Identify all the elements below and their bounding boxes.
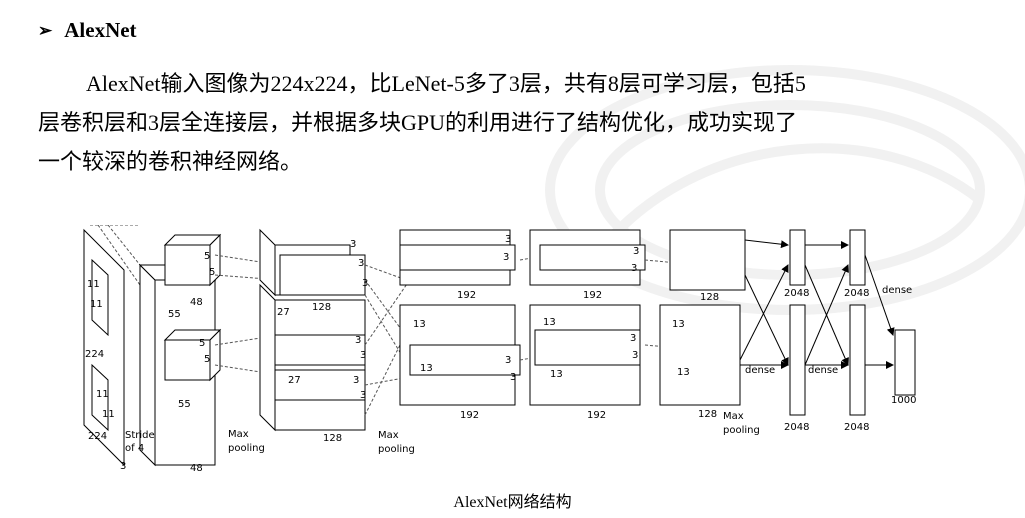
dense-label: dense: [808, 365, 838, 376]
conv3-depth-label: 192: [457, 290, 476, 301]
kernel-label: 3: [360, 350, 366, 361]
conv2-size-label: 27: [288, 375, 301, 386]
conv2-depth-label: 128: [312, 302, 331, 313]
kernel-label: 3: [503, 252, 509, 263]
kernel-label: 3: [505, 234, 511, 245]
conv5-size-label: 13: [677, 367, 690, 378]
kernel-label: 3: [633, 246, 639, 257]
fc6-bottom: [789, 304, 806, 416]
kernel-label: 3: [630, 333, 636, 344]
kernel-label: 3: [505, 355, 511, 366]
paragraph-line: 层卷积层和3层全连接层，并根据多块GPU的利用进行了结构优化，成功实现了: [38, 110, 798, 135]
kernel-label: 3: [632, 350, 638, 361]
fc7-bottom: [849, 304, 866, 416]
conv5-depth-label: 128: [700, 292, 719, 303]
conv1-depth-label: 48: [190, 297, 203, 308]
conv5-size-label: 13: [672, 319, 685, 330]
conv5-depth-label: 128: [698, 409, 717, 420]
fc-size-label: 2048: [844, 422, 869, 433]
fc6-top: [789, 229, 806, 286]
fc-size-label: 2048: [784, 422, 809, 433]
dense-label: dense: [882, 285, 912, 296]
conv2-block-top: [259, 228, 276, 297]
maxpool-label: Max: [228, 429, 249, 440]
input-channel-label: 3: [120, 461, 126, 472]
paragraph-line: AlexNet输入图像为224x224，比LeNet-5多了3层，共有8层可学习…: [86, 71, 806, 96]
conv3-size-label: 13: [420, 363, 433, 374]
conv3-size-label: 13: [413, 319, 426, 330]
input-size-label: 224: [85, 349, 104, 360]
conv1-depth-label: 48: [190, 463, 203, 474]
stride-label: Stride: [125, 430, 155, 441]
conv4-depth-label: 192: [587, 410, 606, 421]
paragraph-line: 一个较深的卷积神经网络。: [38, 149, 303, 174]
conv2-size-label: 27: [277, 307, 290, 318]
kernel-label: 3: [358, 258, 364, 269]
kernel-label: 5: [204, 354, 210, 365]
kernel-label: 3: [362, 278, 368, 289]
output-size-label: 1000: [891, 395, 916, 406]
conv1-size-label: 55: [168, 309, 181, 320]
conv4-size-label: 13: [550, 369, 563, 380]
maxpool-label: pooling: [723, 425, 760, 436]
input-size-label: 224: [88, 431, 107, 442]
dense-label: dense: [745, 365, 775, 376]
stride-label: of 4: [125, 443, 144, 454]
alexnet-architecture-diagram: 11 11 11 11 224 224 3 Stride of 4 55 55 …: [83, 225, 916, 474]
figure-caption: AlexNet网络结构: [453, 494, 572, 511]
kernel-label: 3: [350, 239, 356, 250]
conv5-block-top: [669, 229, 746, 291]
conv3-depth-label: 192: [460, 410, 479, 421]
fc7-top: [849, 229, 866, 286]
kernel-label: 11: [90, 299, 103, 310]
conv4-size-label: 13: [543, 317, 556, 328]
fc-size-label: 2048: [844, 288, 869, 299]
kernel-label: 11: [102, 409, 115, 420]
maxpool-label: pooling: [228, 443, 265, 454]
conv2-kernel-bottom: [164, 339, 211, 381]
maxpool-label: Max: [723, 411, 744, 422]
conv2-kernel-top: [164, 244, 211, 286]
arrow-bullet-icon: ➢: [38, 20, 53, 40]
kernel-label: 11: [96, 389, 109, 400]
kernel-label: 5: [199, 338, 205, 349]
input-image-block: [83, 228, 125, 467]
kernel-label: 5: [209, 267, 215, 278]
kernel-label: 11: [87, 279, 100, 290]
conv4-depth-label: 192: [583, 290, 602, 301]
heading-title: AlexNet: [64, 18, 137, 42]
kernel-label: 3: [360, 390, 366, 401]
conv1-size-label: 55: [178, 399, 191, 410]
conv5-block-bottom: [659, 304, 741, 406]
section-heading: ➢ AlexNet: [38, 18, 137, 43]
kernel-label: 3: [631, 263, 637, 274]
kernel-label: 5: [204, 251, 210, 262]
maxpool-label: pooling: [378, 444, 415, 455]
kernel-label: 3: [353, 375, 359, 386]
fc-size-label: 2048: [784, 288, 809, 299]
conv2-depth-label: 128: [323, 433, 342, 444]
description-paragraph: AlexNet输入图像为224x224，比LeNet-5多了3层，共有8层可学习…: [38, 64, 998, 181]
conv2-block-bottom: [259, 283, 276, 432]
maxpool-label: Max: [378, 430, 399, 441]
kernel-label: 3: [355, 335, 361, 346]
output-layer: [894, 329, 916, 396]
kernel-label: 3: [510, 372, 516, 383]
